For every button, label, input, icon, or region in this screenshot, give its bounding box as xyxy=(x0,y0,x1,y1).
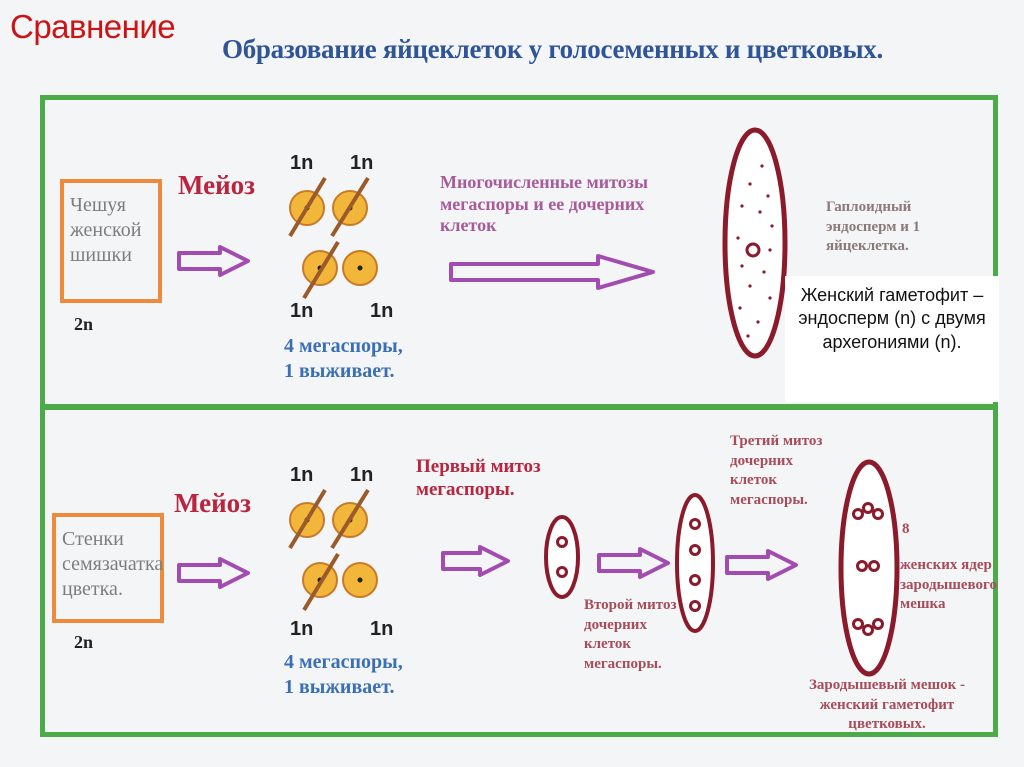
spore-ploidy: 1n xyxy=(350,464,374,486)
mitosis-label: Многочисленные митозы мегаспоры и ее доч… xyxy=(440,172,649,236)
row-divider xyxy=(40,404,998,410)
spores-caption: 4 мегаспоры, 1 выживает. xyxy=(284,335,403,382)
spore-ploidy: 1n xyxy=(290,618,314,640)
slide-heading: Сравнение xyxy=(10,8,176,45)
embryo-sac-caption: Зародышевый мешок - женский гаметофит цв… xyxy=(808,677,966,732)
long-arrow xyxy=(449,254,655,290)
spore-ploidy: 1n xyxy=(290,300,314,322)
first-mitosis-label: Первый митоз мегаспоры. xyxy=(416,456,541,500)
spore-ploidy: 1n xyxy=(290,464,314,486)
spore-ploidy: 1n xyxy=(370,300,394,322)
megaspores-group xyxy=(288,488,378,612)
spore-ploidy: 1n xyxy=(350,152,374,174)
four-nucleate-cell xyxy=(675,493,715,633)
mitosis-arrow xyxy=(441,545,510,577)
ploidy-label: 2n xyxy=(74,632,94,652)
diagram-title: Образование яйцеклеток у голосеменных и … xyxy=(222,34,883,64)
nuclei-count: 8 xyxy=(902,521,910,537)
result-label: Гаплоидный эндосперм и 1 яйцеклетка. xyxy=(826,199,921,254)
spores-caption: 4 мегаспоры, 1 выживает. xyxy=(284,651,403,698)
source-box-angiosperm: Стенки семязачатка цветка. xyxy=(52,513,164,623)
nuclei-label: женских ядер зародышевого мешка xyxy=(900,557,997,612)
callout-note: Женский гаметофит – эндосперм (n) с двум… xyxy=(785,276,999,402)
third-mitosis-label: Третий митоз дочерних клеток мегаспоры. xyxy=(730,433,823,508)
embryo-sac-cell xyxy=(838,459,900,677)
spore-ploidy: 1n xyxy=(370,618,394,640)
diagram-frame xyxy=(40,95,998,737)
second-mitosis-label: Второй митоз дочерних клеток мегаспоры. xyxy=(584,597,677,672)
meiosis-arrow xyxy=(177,557,250,589)
meiosis-arrow xyxy=(177,245,250,277)
spore-ploidy: 1n xyxy=(290,152,314,174)
meiosis-label: Мейоз xyxy=(178,170,256,200)
gametophyte-cell xyxy=(722,127,788,359)
source-label: Чешуя женской шишки xyxy=(70,194,142,266)
ploidy-label: 2n xyxy=(74,314,94,334)
mitosis-arrow xyxy=(725,549,798,581)
mitosis-arrow xyxy=(597,547,670,579)
meiosis-label: Мейоз xyxy=(174,488,252,518)
megaspores-group xyxy=(288,176,378,300)
source-label: Стенки семязачатка цветка. xyxy=(62,528,164,600)
source-box-gymnosperm: Чешуя женской шишки xyxy=(60,179,162,303)
two-nucleate-cell xyxy=(544,515,580,599)
